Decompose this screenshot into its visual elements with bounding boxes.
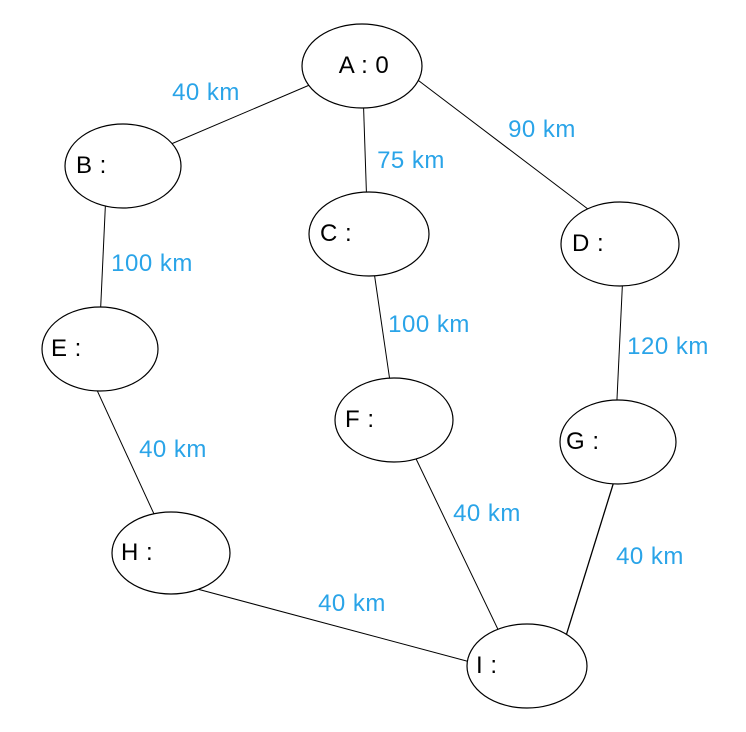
edge-c-f-label: 100 km xyxy=(388,311,470,338)
node-i-label: I : xyxy=(476,652,498,679)
edge-c-f xyxy=(371,257,393,396)
node-ellipses xyxy=(41,23,680,709)
node-h xyxy=(111,511,231,595)
node-a xyxy=(301,23,423,109)
edge-b-e-label: 100 km xyxy=(111,250,193,277)
node-h-label: H : xyxy=(121,539,153,566)
edge-a-b xyxy=(149,74,334,154)
edge-lines xyxy=(89,64,624,668)
node-c xyxy=(308,191,430,277)
node-labels: A : 0 B : C : D : E : F : G : H : I : xyxy=(51,52,604,679)
edge-g-i xyxy=(560,461,621,653)
node-d-label: D : xyxy=(572,230,604,257)
edge-a-d-label: 90 km xyxy=(508,116,576,143)
node-d xyxy=(560,201,680,287)
node-f xyxy=(334,377,454,463)
edge-a-c-label: 75 km xyxy=(377,147,445,174)
edge-a-b-label: 40 km xyxy=(172,79,240,106)
edge-g-i-label: 40 km xyxy=(616,543,684,570)
edge-d-g xyxy=(615,271,624,421)
edge-a-c xyxy=(362,89,368,211)
node-b-label: B : xyxy=(76,152,107,179)
node-e-label: E : xyxy=(51,335,82,362)
edge-a-d xyxy=(397,64,606,223)
node-g-label: G : xyxy=(566,428,600,455)
edge-h-i xyxy=(185,585,490,668)
edge-f-i xyxy=(406,439,506,645)
node-c-label: C : xyxy=(320,220,352,247)
node-e xyxy=(41,306,159,392)
edge-e-h xyxy=(89,374,161,528)
node-a-label: A : 0 xyxy=(339,52,390,79)
node-f-label: F : xyxy=(345,406,375,433)
edge-h-i-label: 40 km xyxy=(318,590,386,617)
edge-f-i-label: 40 km xyxy=(453,500,521,527)
node-b xyxy=(64,123,182,209)
edge-labels: 40 km 75 km 90 km 100 km 100 km 120 km 4… xyxy=(111,79,709,617)
edge-d-g-label: 120 km xyxy=(627,333,709,360)
edge-b-e xyxy=(99,191,107,323)
node-g xyxy=(559,399,677,485)
node-i xyxy=(466,623,588,709)
edge-e-h-label: 40 km xyxy=(139,436,207,463)
